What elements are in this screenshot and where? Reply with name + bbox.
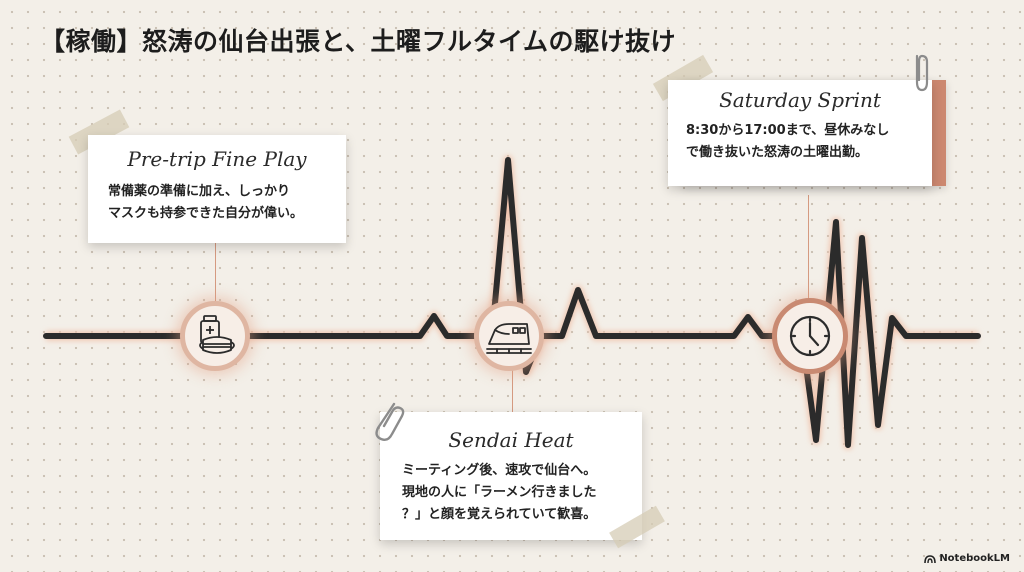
connector-saturday — [808, 195, 809, 303]
notebooklm-brand: NotebookLM — [924, 553, 1010, 564]
card-text-line: 現地の人に「ラーメン行きました — [402, 485, 597, 500]
brand-label: NotebookLM — [939, 553, 1010, 564]
timeline-node-pretrip — [180, 301, 250, 371]
clock-icon — [789, 315, 831, 357]
card-heading: Pre-trip Fine Play — [127, 147, 307, 171]
card-pretrip: Pre-trip Fine Play 常備薬の準備に加え、しっかり マスクも持参… — [88, 135, 346, 243]
medicine-mask-icon — [199, 315, 235, 354]
card-text-line: 常備薬の準備に加え、しっかり — [108, 184, 291, 199]
connector-sendai — [512, 370, 513, 412]
page-title: 【稼働】怒涛の仙台出張と、土曜フルタイムの駆け抜け — [40, 27, 677, 56]
paperclip-icon — [915, 54, 929, 92]
timeline-node-saturday — [772, 298, 848, 374]
card-text-line: ミーティング後、速攻で仙台へ。 — [402, 463, 597, 478]
paperclip-icon — [375, 402, 405, 442]
timeline-node-sendai — [474, 301, 544, 371]
connector-pretrip — [215, 243, 216, 303]
card-text-line: で働き抜いた怒涛の土曜出勤。 — [686, 145, 869, 160]
card-text-line: マスクも持参できた自分が偉い。 — [108, 206, 304, 221]
bullet-train-icon — [486, 323, 532, 354]
notebooklm-logo-icon — [924, 554, 937, 563]
card-sendai: Sendai Heat ミーティング後、速攻で仙台へ。 現地の人に「ラーメン行き… — [380, 412, 642, 540]
card-saturday: Saturday Sprint 8:30から17:00まで、昼休みなし で働き抜… — [668, 80, 932, 186]
card-heading: Sendai Heat — [448, 428, 574, 452]
card-heading: Saturday Sprint — [719, 88, 881, 112]
card-text-line: ？」と顔を覚えられていて歓喜。 — [402, 507, 597, 522]
card-text-line: 8:30から17:00まで、昼休みなし — [686, 123, 890, 138]
